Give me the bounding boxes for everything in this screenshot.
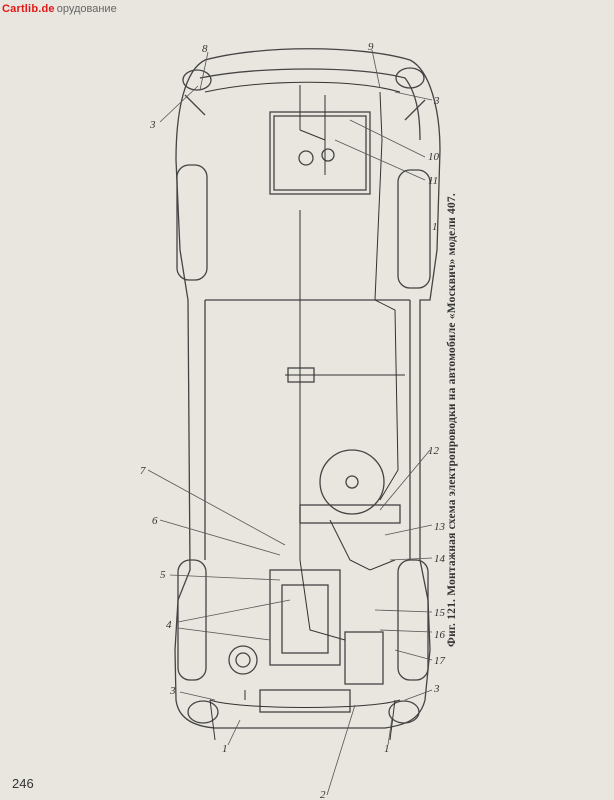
callout-10: 10 [428,151,440,163]
wiring-harness [204,81,405,741]
callout-11: 11 [428,175,438,187]
callout-14: 14 [434,553,446,565]
callout-13: 13 [434,521,446,533]
watermark: Cartlib.de [2,3,55,15]
callout-2: 2 [320,789,326,800]
callout-3-rear-right: 3 [433,95,440,107]
callout-6: 6 [152,515,158,527]
callout-9: 9 [368,41,374,53]
page-number: 246 [12,776,34,791]
callout-12: 12 [428,445,440,457]
section-title: орудование [56,3,117,15]
callout-16: 16 [434,629,446,641]
callout-1-front-left: 1 [222,743,228,755]
callout-15: 15 [434,607,446,619]
car-body-outline [174,48,441,729]
callout-1-top: 1 [432,221,438,233]
callout-4: 4 [166,619,172,631]
callout-8: 8 [202,43,208,55]
callout-1-front-right: 1 [384,743,390,755]
callout-3-rear-left: 3 [149,119,156,131]
callout-leaders [147,49,433,796]
callout-17: 17 [434,655,446,667]
callout-numbers: 3 8 9 3 10 11 1 12 13 14 7 6 5 4 15 16 1… [140,41,446,800]
callout-3-front-left: 3 [169,685,176,697]
callout-3-front-right: 3 [433,683,440,695]
callout-7: 7 [140,465,146,477]
callout-5: 5 [160,569,166,581]
